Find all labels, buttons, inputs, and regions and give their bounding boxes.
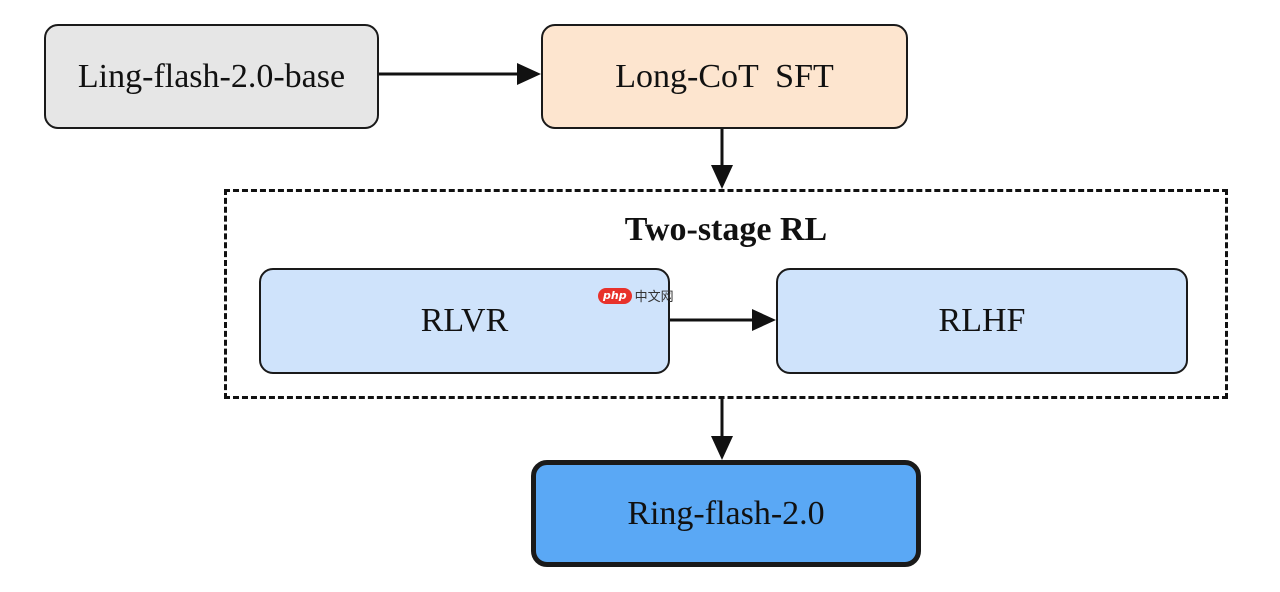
node-final-model: Ring-flash-2.0	[531, 460, 921, 567]
node-rlhf: RLHF	[776, 268, 1188, 374]
two-stage-rl-group	[224, 189, 1228, 399]
node-long-cot-sft: Long-CoT SFT	[541, 24, 908, 129]
watermark-text: 中文网	[634, 290, 674, 305]
node-base-model: Ling-flash-2.0-base	[44, 24, 379, 129]
node-rlvr: RLVR	[259, 268, 670, 374]
arrowhead-base-to-sft	[517, 63, 541, 85]
group-title: Two-stage RL	[624, 211, 828, 248]
arrowhead-sft-to-rl	[711, 165, 733, 189]
watermark: php 中文网	[598, 286, 674, 305]
watermark-logo: php	[598, 287, 632, 304]
arrowhead-rl-to-final	[711, 436, 733, 460]
